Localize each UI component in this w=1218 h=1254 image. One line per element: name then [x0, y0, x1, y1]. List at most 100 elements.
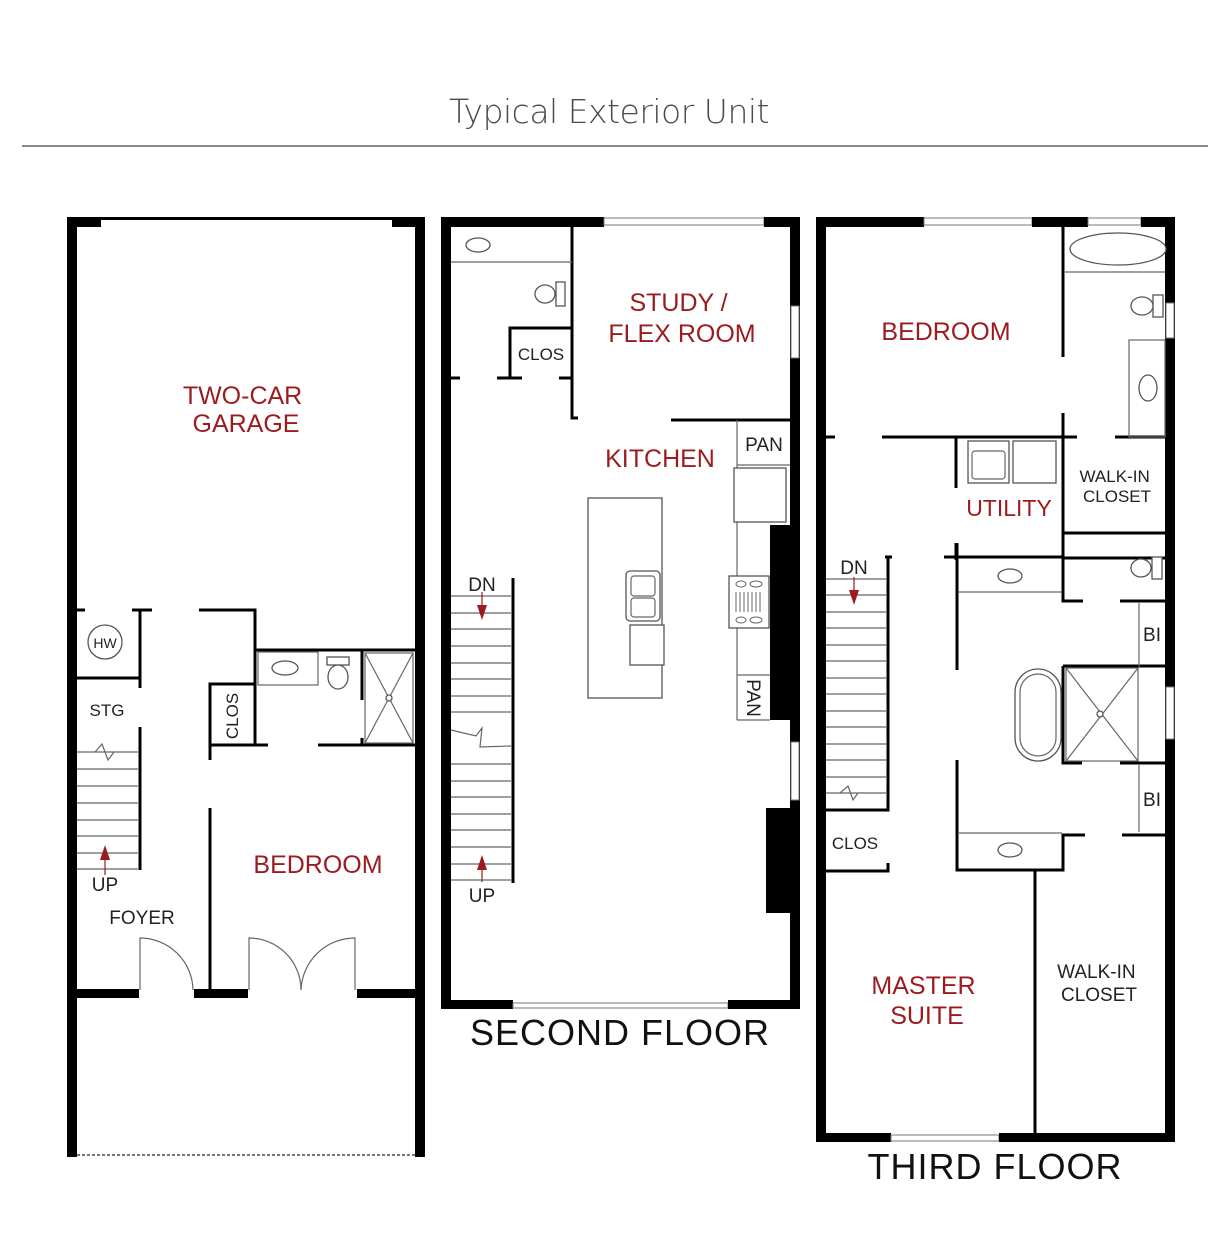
second-floor-plan: STUDY / FLEX ROOM KITCHEN CLOS PAN PAN D… [441, 217, 800, 1053]
window [790, 741, 800, 801]
walk-in-closet-label: WALK-IN CLOSET [1057, 962, 1141, 1006]
stairs [450, 578, 515, 883]
title-divider [22, 145, 1208, 147]
sink-basin [630, 575, 656, 597]
wall [826, 863, 890, 873]
water-heater-icon [87, 624, 123, 660]
wall [67, 217, 101, 227]
pantry-label: PAN [742, 679, 763, 717]
window [603, 217, 765, 226]
wall [728, 1000, 800, 1009]
page-title: Typical Exterior Unit [449, 92, 769, 131]
dryer-icon [1012, 440, 1057, 484]
master-suite-label: MASTER SUITE [871, 972, 982, 1030]
closet-label: CLOS [223, 693, 242, 739]
stairs [77, 742, 138, 870]
tub-inner [1019, 673, 1057, 757]
stair-down-label: DN [840, 558, 867, 579]
toilet-icon [1130, 558, 1152, 578]
sink-icon [997, 842, 1023, 858]
wall [764, 217, 800, 227]
stairs [826, 578, 886, 802]
wall [1165, 217, 1175, 1142]
wall [816, 1133, 891, 1142]
sink-icon [997, 568, 1023, 584]
wall [570, 226, 578, 420]
kitchen-label: KITCHEN [605, 445, 715, 473]
wall [944, 543, 1166, 872]
wall [67, 217, 77, 1157]
entry-door [139, 937, 194, 991]
wall [392, 217, 425, 227]
window [1165, 302, 1175, 339]
third-floor-plan: BEDROOM UTILITY WALK-IN CLOSET BI BI DN … [816, 217, 1175, 1187]
down-arrow-icon [477, 605, 487, 620]
foyer-label: FOYER [109, 908, 174, 929]
floor-title: THIRD FLOOR [867, 1146, 1122, 1187]
wall [194, 989, 248, 998]
up-arrow-icon [477, 855, 487, 870]
wall [441, 1000, 513, 1009]
wall [1032, 217, 1088, 227]
bedroom-label: BEDROOM [881, 318, 1010, 346]
vanity [1128, 339, 1166, 438]
wall [1061, 664, 1166, 765]
shower [364, 652, 414, 744]
closet-label: CLOS [518, 345, 564, 364]
toilet-icon [327, 664, 349, 690]
sink-basin [630, 597, 656, 618]
toilet-icon [534, 284, 556, 304]
water-heater-label: HW [93, 635, 117, 651]
drain-icon [385, 694, 393, 702]
window [790, 305, 800, 359]
sink-icon [1138, 374, 1158, 402]
stair-up-label: UP [92, 875, 118, 896]
stair-down-label: DN [468, 575, 495, 596]
up-arrow-icon [100, 845, 110, 860]
utility-label: UTILITY [966, 495, 1052, 521]
window [890, 1134, 1000, 1142]
garage-label: TWO-CAR GARAGE [183, 382, 309, 438]
toilet-tank [555, 281, 566, 307]
first-floor-plan: HW TWO-CAR GARAGE BEDROOM FOYER STG UP C… [67, 217, 425, 1157]
wall [816, 217, 924, 227]
wall [208, 650, 257, 747]
closet-label: CLOS [832, 834, 878, 853]
window [1165, 686, 1175, 740]
range-icon [728, 575, 770, 629]
wall [826, 557, 890, 812]
study-label: STUDY / FLEX ROOM [608, 289, 755, 348]
wall [441, 217, 451, 1009]
wall [816, 217, 826, 1142]
bathtub-icon [1069, 232, 1167, 266]
window [923, 217, 1033, 226]
range-burners [735, 580, 763, 624]
built-in-wall [770, 525, 792, 720]
closet-double-door [248, 937, 356, 991]
toilet-tank [326, 656, 350, 666]
fireplace [766, 808, 792, 913]
garage-door-line [67, 217, 425, 220]
sink-icon [271, 660, 299, 676]
wall [67, 989, 139, 998]
washer-icon [967, 440, 1010, 484]
toilet-icon [1130, 296, 1154, 316]
wall [441, 217, 604, 227]
washer-lid [971, 450, 1006, 480]
refrigerator [733, 467, 787, 523]
stair-up-label: UP [469, 886, 495, 907]
wall [1141, 217, 1175, 227]
sink-icon [465, 237, 491, 253]
walk-in-closet-label: WALK-IN CLOSET [1080, 467, 1155, 506]
wall [999, 1133, 1175, 1142]
down-arrow-icon [849, 590, 859, 605]
toilet-tank [1152, 294, 1164, 318]
wall [199, 608, 415, 652]
toilet-tank [1151, 556, 1163, 580]
sliding-door [512, 1002, 729, 1009]
wall [1061, 533, 1166, 603]
vanity [257, 651, 319, 686]
shower [1065, 667, 1139, 762]
wall [450, 326, 572, 380]
